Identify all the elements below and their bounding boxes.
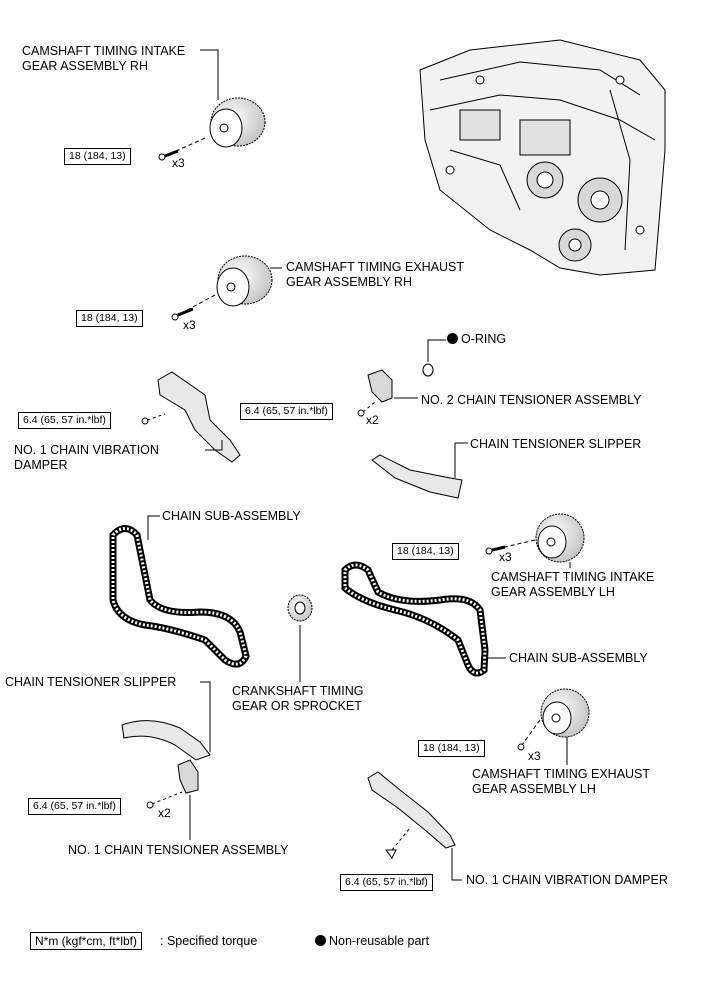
label-tensioner-slipper-left: CHAIN TENSIONER SLIPPER <box>5 675 177 689</box>
torque-spec-8: 6.4 (65, 57 in.*lbf) <box>340 874 433 891</box>
tensioner-slipper-right <box>371 454 463 499</box>
qty-x2-no2-tensioner: x2 <box>366 413 379 427</box>
torque-spec-1: 18 (184, 13) <box>64 148 131 165</box>
vibration-damper-bottom <box>367 771 456 859</box>
gear-exhaust-rh <box>171 255 273 321</box>
tensioner-no2 <box>357 369 393 417</box>
o-ring-part <box>422 363 434 377</box>
chain-right <box>341 561 489 677</box>
nonreusable-dot-icon <box>315 935 326 946</box>
qty-x3-exhaust-rh: x3 <box>183 318 196 332</box>
label-tensioner-slipper-right: CHAIN TENSIONER SLIPPER <box>470 437 642 451</box>
chain-left <box>109 525 250 668</box>
label-no2-tensioner: NO. 2 CHAIN TENSIONER ASSEMBLY <box>421 393 642 407</box>
crank-sprocket <box>287 594 313 622</box>
label-chain-sub-right: CHAIN SUB-ASSEMBLY <box>509 651 648 665</box>
qty-x2-no1-tensioner: x2 <box>158 806 171 820</box>
gear-intake-rh <box>158 97 266 161</box>
qty-x3-exhaust-lh: x3 <box>528 749 541 763</box>
label-no1-tensioner: NO. 1 CHAIN TENSIONER ASSEMBLY <box>68 843 289 857</box>
gear-intake-lh <box>485 513 585 563</box>
torque-spec-6: 18 (184, 13) <box>418 740 485 757</box>
legend-nonreusable: Non-reusable part <box>315 934 429 948</box>
tensioner-slipper-left <box>121 720 211 761</box>
tensioner-no1 <box>146 759 199 809</box>
torque-spec-2: 18 (184, 13) <box>76 310 143 327</box>
torque-spec-5: 18 (184, 13) <box>392 543 459 560</box>
qty-x3-intake-rh: x3 <box>172 156 185 170</box>
vibration-damper-top <box>141 371 241 463</box>
label-no1-damper-bottom: NO. 1 CHAIN VIBRATION DAMPER <box>466 873 668 887</box>
engine-block <box>419 39 666 276</box>
gear-exhaust-lh <box>517 688 590 751</box>
torque-spec-7: 6.4 (65, 57 in.*lbf) <box>28 798 121 815</box>
legend-torque-desc: : Specified torque <box>160 934 258 948</box>
qty-x3-intake-lh: x3 <box>499 550 512 564</box>
label-o-ring: O-RING <box>447 332 506 347</box>
torque-spec-4: 6.4 (65, 57 in.*lbf) <box>240 403 333 420</box>
label-chain-sub-left: CHAIN SUB-ASSEMBLY <box>162 509 301 523</box>
torque-spec-3: 6.4 (65, 57 in.*lbf) <box>18 412 111 429</box>
legend-torque-unit: N*m (kgf*cm, ft*lbf) <box>30 932 143 950</box>
nonreusable-dot-icon <box>447 333 458 344</box>
